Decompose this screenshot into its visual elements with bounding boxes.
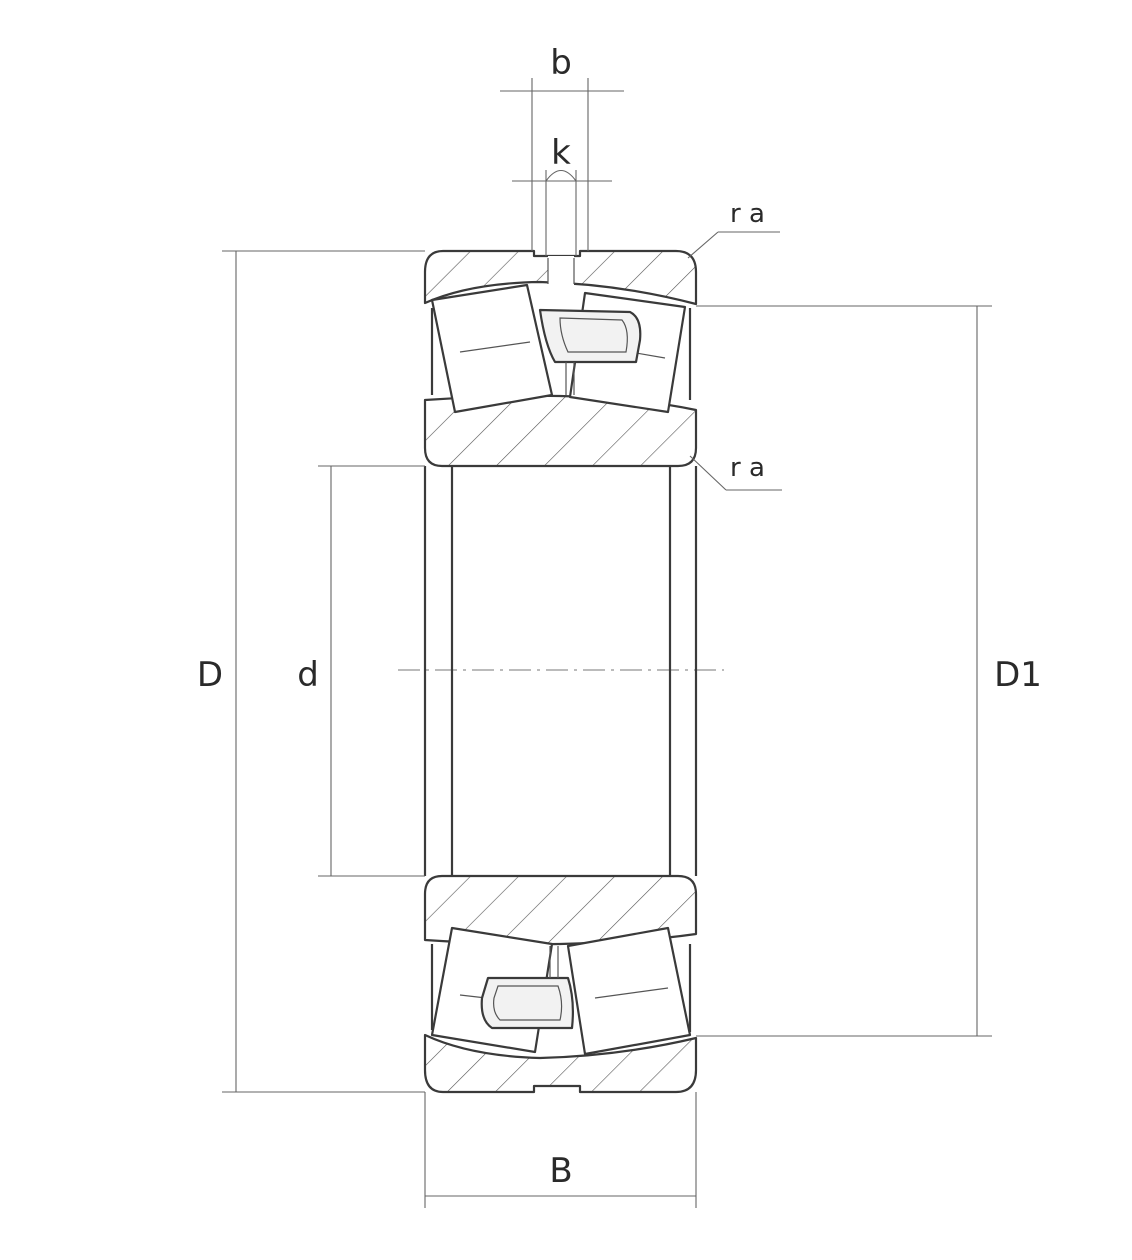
inner-ring-bottom — [423, 874, 698, 946]
roller-bottom-right — [566, 926, 692, 1056]
cage-top — [538, 308, 642, 364]
dimension-k — [512, 169, 612, 256]
dimension-D — [222, 250, 425, 1093]
dimension-b — [500, 78, 624, 251]
label-D1: D1 — [994, 655, 1042, 695]
outer-ring-bottom — [423, 1033, 698, 1094]
label-b: b — [550, 43, 572, 83]
label-B: B — [549, 1151, 572, 1191]
label-r-outer: r a — [730, 199, 765, 229]
leader-r-inner — [689, 455, 782, 491]
roller-top-left — [430, 283, 554, 414]
label-k: k — [551, 133, 571, 173]
leader-r-outer — [687, 231, 780, 259]
dimension-d — [318, 465, 425, 877]
dimension-B — [424, 1092, 697, 1208]
label-d: d — [297, 655, 319, 695]
label-r-inner: r a — [730, 453, 765, 483]
lubrication-hole-top — [548, 256, 574, 286]
dimension-D1 — [696, 305, 992, 1037]
label-D: D — [197, 655, 223, 695]
cage-bottom — [480, 976, 574, 1030]
bore-lines — [423, 466, 698, 876]
